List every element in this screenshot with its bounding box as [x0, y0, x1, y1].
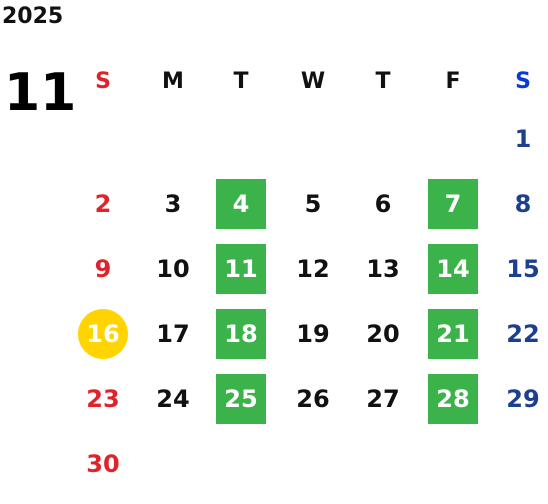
day-cell[interactable]: 13	[366, 255, 400, 283]
weekday-header-sat: S	[515, 68, 531, 94]
day-cell[interactable]: 17	[156, 320, 190, 348]
day-cell[interactable]: 18	[216, 309, 266, 359]
month-number: 11	[4, 63, 77, 123]
day-cell[interactable]: 2	[94, 190, 112, 218]
day-cell[interactable]: 15	[506, 255, 540, 283]
day-cell[interactable]: 7	[428, 179, 478, 229]
week-row: 1	[68, 114, 548, 179]
day-cell[interactable]: 9	[94, 255, 112, 283]
day-cell[interactable]: 23	[86, 385, 120, 413]
day-cell[interactable]: 1	[514, 125, 532, 153]
day-cell[interactable]: 24	[156, 385, 190, 413]
day-cell[interactable]: 25	[216, 374, 266, 424]
year-label: 2025	[2, 4, 64, 29]
day-cell[interactable]: 30	[86, 450, 120, 478]
week-row: 16 17 18 19 20 21 22	[68, 309, 548, 374]
weekday-header-fri: F	[445, 68, 461, 94]
weekday-header-tue: T	[233, 68, 249, 94]
day-cell[interactable]: 3	[164, 190, 182, 218]
day-cell[interactable]: 4	[216, 179, 266, 229]
day-cell[interactable]: 20	[366, 320, 400, 348]
day-cell[interactable]: 16	[78, 309, 128, 359]
day-cell[interactable]: 29	[506, 385, 540, 413]
day-cell[interactable]: 28	[428, 374, 478, 424]
weekday-header-mon: M	[162, 68, 184, 94]
day-cell[interactable]: 27	[366, 385, 400, 413]
day-cell[interactable]: 6	[374, 190, 392, 218]
day-cell[interactable]: 21	[428, 309, 478, 359]
day-cell[interactable]: 5	[304, 190, 322, 218]
week-row: 23 24 25 26 27 28 29	[68, 374, 548, 439]
day-cell[interactable]: 8	[514, 190, 532, 218]
weekday-header-wed: W	[300, 68, 326, 94]
week-row: 9 10 11 12 13 14 15	[68, 244, 548, 309]
day-cell[interactable]: 19	[296, 320, 330, 348]
day-cell[interactable]: 10	[156, 255, 190, 283]
day-cell[interactable]: 14	[428, 244, 478, 294]
week-row: 2 3 4 5 6 7 8	[68, 179, 548, 244]
weekday-header-sun: S	[95, 68, 111, 94]
day-cell[interactable]: 26	[296, 385, 330, 413]
week-row: 30	[68, 439, 548, 504]
day-cell[interactable]: 22	[506, 320, 540, 348]
day-cell[interactable]: 11	[216, 244, 266, 294]
weekday-header-thu: T	[375, 68, 391, 94]
day-cell[interactable]: 12	[296, 255, 330, 283]
